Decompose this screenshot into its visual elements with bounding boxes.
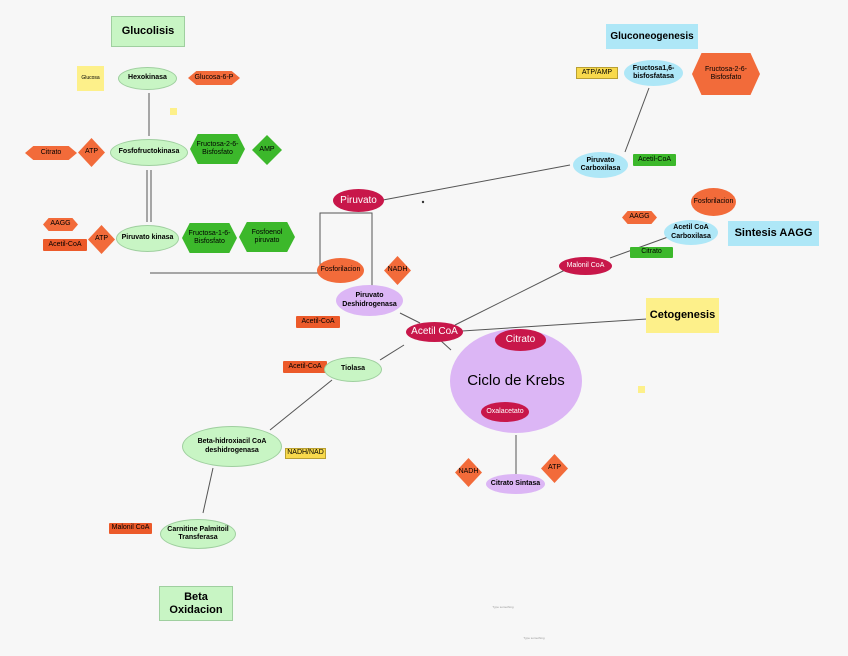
tag-aagg-synth[interactable]: AAGG (622, 211, 657, 224)
tag-citrato-aagg[interactable]: Citrato (630, 247, 673, 258)
node-hexokinasa[interactable]: Hexokinasa (118, 67, 177, 90)
dot-mark (421, 200, 425, 204)
line-pc-fbpasa (624, 87, 650, 153)
tag-atp-amp[interactable]: ATP/AMP (576, 67, 618, 79)
footer-note-2: Type something (523, 636, 545, 641)
line-bracket-pdh (319, 212, 373, 300)
node-piruvato-kinasa[interactable]: Piruvato kinasa (116, 225, 179, 252)
tag-citrato[interactable]: Citrato (25, 146, 77, 160)
line-hadh-tiolasa (269, 379, 333, 431)
hex-fructosa-2-6[interactable]: Fructosa-2-6- Bisfosfato (190, 134, 245, 164)
tag-acetil-coa[interactable]: Acetil-CoA (43, 239, 87, 251)
line-acetilcoa-malonil (454, 269, 566, 326)
node-carnitine-palmitoil-transferasa[interactable]: Carnitine Palmitoil Transferasa (160, 519, 236, 549)
tag-malonil-coa-beta[interactable]: Malonil CoA (109, 523, 152, 534)
node-malonil-coa[interactable]: Malonil CoA (559, 257, 612, 275)
hex-fructosa-1-6[interactable]: Fructosa-1-6- Bisfosfato (182, 223, 237, 253)
tag-acetil-coa-pdh[interactable]: Acetil-CoA (296, 316, 340, 328)
hex-fructosa-2-6-gluconeo[interactable]: Fructosa-2-6- Bisfosfato (692, 53, 760, 95)
title-cetogenesis[interactable]: Cetogenesis (646, 298, 719, 333)
node-oxalacetato[interactable]: Oxalacetato (481, 402, 529, 422)
node-tiolasa[interactable]: Tiolasa (324, 357, 382, 382)
tag-nadh-nad[interactable]: NADH/NAD (285, 448, 326, 459)
node-fosforilacion[interactable]: Fosforilacion (317, 258, 364, 283)
line-piruvato-pc (382, 164, 571, 201)
node-piruvato[interactable]: Piruvato (333, 189, 384, 212)
node-citrato-krebs[interactable]: Citrato (495, 329, 546, 351)
line-tiolasa-acetilcoa (379, 344, 405, 361)
title-gluconeogenesis[interactable]: Gluconeogenesis (606, 24, 698, 49)
line-cpt-hadh (202, 467, 214, 514)
node-fosfofructokinasa[interactable]: Fosfofructokinasa (110, 139, 188, 166)
node-citrato-sintasa[interactable]: Citrato Sintasa (486, 474, 545, 494)
node-beta-hidroxiacil-coa-deshidrogenasa[interactable]: Beta-hidroxiacil CoA deshidrogenasa (182, 426, 282, 467)
sticky-glucosa[interactable]: Glucosa (77, 66, 104, 91)
node-fosforilacion-aagg[interactable]: Fosforilacion (691, 188, 736, 216)
tag-acetil-coa-gluconeo[interactable]: Acetil-CoA (633, 154, 676, 166)
tag-aagg[interactable]: AAGG (43, 218, 78, 231)
tag-acetil-coa-beta[interactable]: Acetil-CoA (283, 361, 327, 373)
title-glucolisis[interactable]: Glucolisis (111, 16, 185, 47)
hex-fosfoenol-piruvato[interactable]: Fosfoenol piruvato (239, 222, 295, 252)
tag-glucosa-6-p[interactable]: Glucosa-6-P (188, 71, 240, 85)
line-pdh-acetilcoa (399, 312, 421, 324)
title-sintesis-aagg[interactable]: Sintesis AAGG (728, 221, 819, 246)
node-acetil-coa-carboxilasa[interactable]: Acetil CoA Carboxilasa (664, 220, 718, 245)
node-piruvato-deshidrogenasa[interactable]: Piruvato Deshidrogenasa (336, 285, 403, 316)
node-fructosa-bisfosfatasa[interactable]: Fructosa1,6- bisfosfatasa (624, 60, 683, 86)
footer-note-1: Type something (492, 605, 514, 610)
title-beta-oxidacion[interactable]: Beta Oxidacion (159, 586, 233, 621)
sticky-note[interactable] (170, 108, 177, 115)
node-piruvato-carboxilasa[interactable]: Piruvato Carboxilasa (573, 152, 628, 178)
line-acetilcoa-ceto (461, 318, 648, 332)
sticky-note-2[interactable] (638, 386, 645, 393)
node-acetil-coa[interactable]: Acetil CoA (406, 322, 463, 342)
